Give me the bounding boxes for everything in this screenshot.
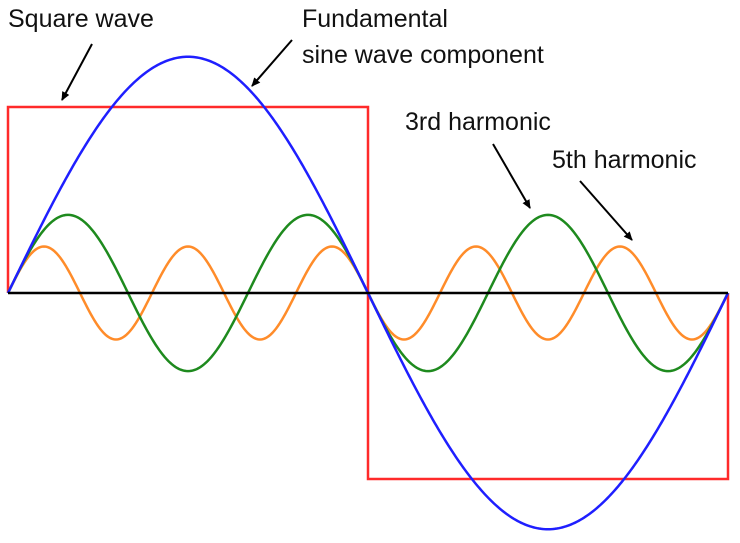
fundamental-label-line1: Fundamental xyxy=(302,5,448,33)
square-wave-label: Square wave xyxy=(8,5,154,33)
square-wave-arrow xyxy=(61,43,93,101)
third-harmonic-arrow xyxy=(492,143,531,209)
fundamental-arrow xyxy=(251,39,293,87)
third-harmonic-label: 3rd harmonic xyxy=(405,108,551,136)
fifth-harmonic-arrow xyxy=(579,180,633,241)
fifth-harmonic-label: 5th harmonic xyxy=(552,146,697,174)
fundamental-label-line2: sine wave component xyxy=(302,41,544,69)
